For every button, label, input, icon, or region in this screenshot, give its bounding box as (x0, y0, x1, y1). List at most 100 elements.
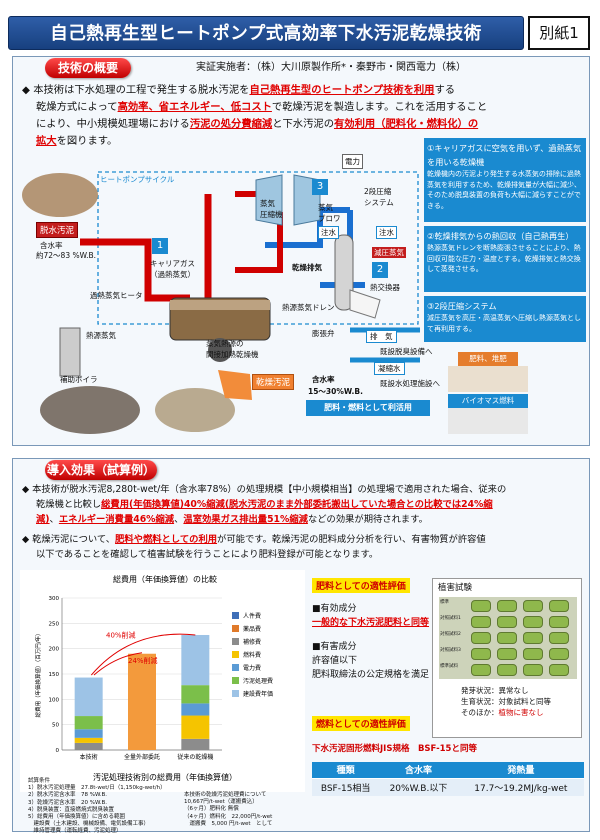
bar-segment (74, 737, 103, 743)
appendix-label: 別紙1 (528, 16, 590, 50)
trial-pot (523, 600, 543, 612)
trial-pot (497, 632, 517, 644)
arrow-40 (90, 633, 196, 676)
legend-swatch (232, 651, 239, 658)
bar-segment (181, 685, 210, 704)
trial-pot (549, 664, 569, 676)
legend-label: 人件費 (243, 612, 261, 620)
effects-tab: 導入効果（試算例） (45, 460, 157, 480)
overview-paragraph: ◆ 本技術は下水処理の工程で発生する脱水汚泥を自己熱再生型のヒートポンプ技術を利… (22, 84, 488, 147)
y-tick-label: 50 (52, 723, 59, 729)
inject-label-1: 注水 (318, 226, 339, 239)
trial-pot (471, 600, 491, 612)
chart-title: 総費用（年価換算値）の比較 (113, 574, 217, 584)
vapor-blower-label: 蒸気 ブロワ (318, 203, 341, 223)
legend-swatch (232, 612, 239, 619)
col-calorific: 発熱量 (457, 762, 584, 778)
bar-segment (181, 738, 210, 750)
fertilizer-eval: ■有効成分 一般的な下水汚泥肥料と同等 ■有害成分 許容値以下 肥料取締法の公定… (312, 604, 430, 680)
annotation-24: 24%削減 (128, 656, 158, 665)
plant-trial-title: 植害試験 (438, 583, 473, 593)
marker-2: 2 (372, 262, 388, 278)
bar-segment (74, 716, 103, 730)
feature-box-3: ③2段圧縮システム 減圧蒸気を高圧・高温蒸気へ圧縮し熱源蒸気として再利用する。 (424, 296, 586, 342)
trial-pot (549, 616, 569, 628)
bar-segment (128, 653, 156, 750)
process-diagram (20, 150, 425, 440)
trial-pot (523, 664, 543, 676)
heat-steam-label: 熱源蒸気 (86, 331, 116, 340)
bar-segment (181, 634, 210, 686)
annotation-40: 40%削減 (106, 631, 136, 640)
moisture-in-value: 約72～83 %W.B. (36, 251, 97, 260)
y-tick-label: 150 (49, 672, 60, 678)
y-tick-label: 300 (49, 596, 60, 602)
conditions-right: 本技術の乾燥汚泥処理費について 10,667円/t-wet（運搬費込） （6ヶ月… (184, 792, 273, 827)
bar-segment (181, 703, 210, 716)
conditions-left: 試算条件 1）脱水汚泥処理量 27.8t-wet/日（1,150kg-wet/h… (28, 778, 166, 835)
trial-pot (549, 632, 569, 644)
expansion-valve-label: 膨張弁 (312, 329, 335, 338)
cell-type: BSF-15相当 (312, 777, 380, 796)
cell-moisture: 20%W.B.以下 (379, 777, 458, 796)
col-type: 種類 (312, 762, 380, 778)
legend-swatch (232, 638, 239, 645)
effects-paragraph-1: ◆ 本技術が脱水汚泥8,280t-wet/年（含水率78%）の処理規模【中小規模… (22, 484, 507, 525)
decompressed-steam-label: 減圧蒸気 (372, 247, 406, 258)
x-tick-label: 本技術 (80, 753, 98, 761)
trial-pot (523, 632, 543, 644)
trial-row-label: 対照試料3 (440, 648, 461, 653)
overview-tab: 技術の概要 (45, 58, 131, 78)
x-axis-label: 汚泥処理技術別の総費用（年価換算値） (93, 772, 237, 782)
carrier-gas-label: キャリアガス （過熱蒸気） (150, 259, 195, 279)
utilization-banner: 肥料・燃料として利活用 (306, 400, 430, 416)
bar-segment (74, 677, 103, 717)
trial-pot (549, 648, 569, 660)
trial-pot (497, 664, 517, 676)
fuel-standard: 下水汚泥固形燃料JIS規格 BSF-15と同等 (312, 744, 477, 754)
inject-label-2: 注水 (376, 226, 397, 239)
biofuel-tag: バイオマス燃料 (448, 394, 528, 408)
legend-swatch (232, 677, 239, 684)
other-status: そのほか：植物に害なし (461, 708, 544, 717)
legend-swatch (232, 690, 239, 697)
trial-pot (523, 616, 543, 628)
dry-exhaust-label: 乾燥排気 (292, 263, 322, 272)
feature-box-1: ①キャリアガスに空気を用いず、過熱蒸気を用いる乾燥機 乾燥機内の汚泥より発生する… (424, 138, 586, 222)
bar-segment (74, 729, 103, 738)
trial-pot (497, 648, 517, 660)
trial-row-label: 標準 (440, 600, 449, 605)
moisture-out-value: 15～30%W.B. (308, 387, 363, 396)
legend-label: 建設費年価 (243, 690, 273, 698)
fuel-spec-table: 種類 含水率 発熱量 BSF-15相当 20%W.B.以下 17.7～19.2M… (312, 762, 584, 796)
dryer-label: 蒸気熱源の 間接加熱乾燥機 (206, 339, 259, 359)
dewatered-sludge-label: 脱水汚泥 (36, 222, 79, 238)
two-stage-label: 2段圧縮 システム (364, 187, 394, 207)
bar-segment (181, 715, 210, 739)
fertilizer-tag: 肥料、堆肥 (458, 352, 518, 366)
trial-row-label: 対照試料2 (440, 632, 461, 637)
y-axis-label: 総費用（年価換算値）（百万円/年） (34, 630, 42, 717)
legend-swatch (232, 625, 239, 632)
fertilizer-eval-tag: 肥料としての適性評価 (312, 578, 410, 593)
feature-box-2: ②乾燥排気からの熱回収（自己熱再生） 熱源蒸気ドレンを断熱膨張させることにより、… (424, 226, 586, 292)
y-tick-label: 200 (49, 647, 60, 653)
cost-chart-svg: 総費用（年価換算値）の比較050100150200250300総費用（年価換算値… (34, 574, 273, 782)
x-tick-label: 全量外部委託 (124, 753, 160, 761)
exhaust-label: 排 気 (366, 330, 397, 343)
arrow-24 (93, 652, 143, 676)
trial-pot (471, 664, 491, 676)
steam-drain-label: 熱源蒸気ドレン (282, 303, 335, 312)
wastewater-label: 既設水処理施設へ (380, 379, 440, 388)
marker-3: 3 (312, 179, 328, 195)
effects-paragraph-2: ◆ 乾燥汚泥について、肥料や燃料としての利用が可能です。乾燥汚泥の肥料成分分析を… (22, 534, 486, 560)
growth-status: 生育状況：対象試料と同等 (461, 697, 551, 706)
cell-calorific: 17.7～19.2MJ/kg-wet (457, 777, 584, 796)
moisture-in-label: 含水率 (40, 241, 63, 250)
fertilizer-photo (448, 366, 528, 392)
x-tick-label: 従来の乾燥機 (177, 753, 213, 761)
legend-label: 汚泥処理費 (243, 677, 273, 685)
fuel-eval-tag: 燃料としての適性評価 (312, 716, 410, 731)
